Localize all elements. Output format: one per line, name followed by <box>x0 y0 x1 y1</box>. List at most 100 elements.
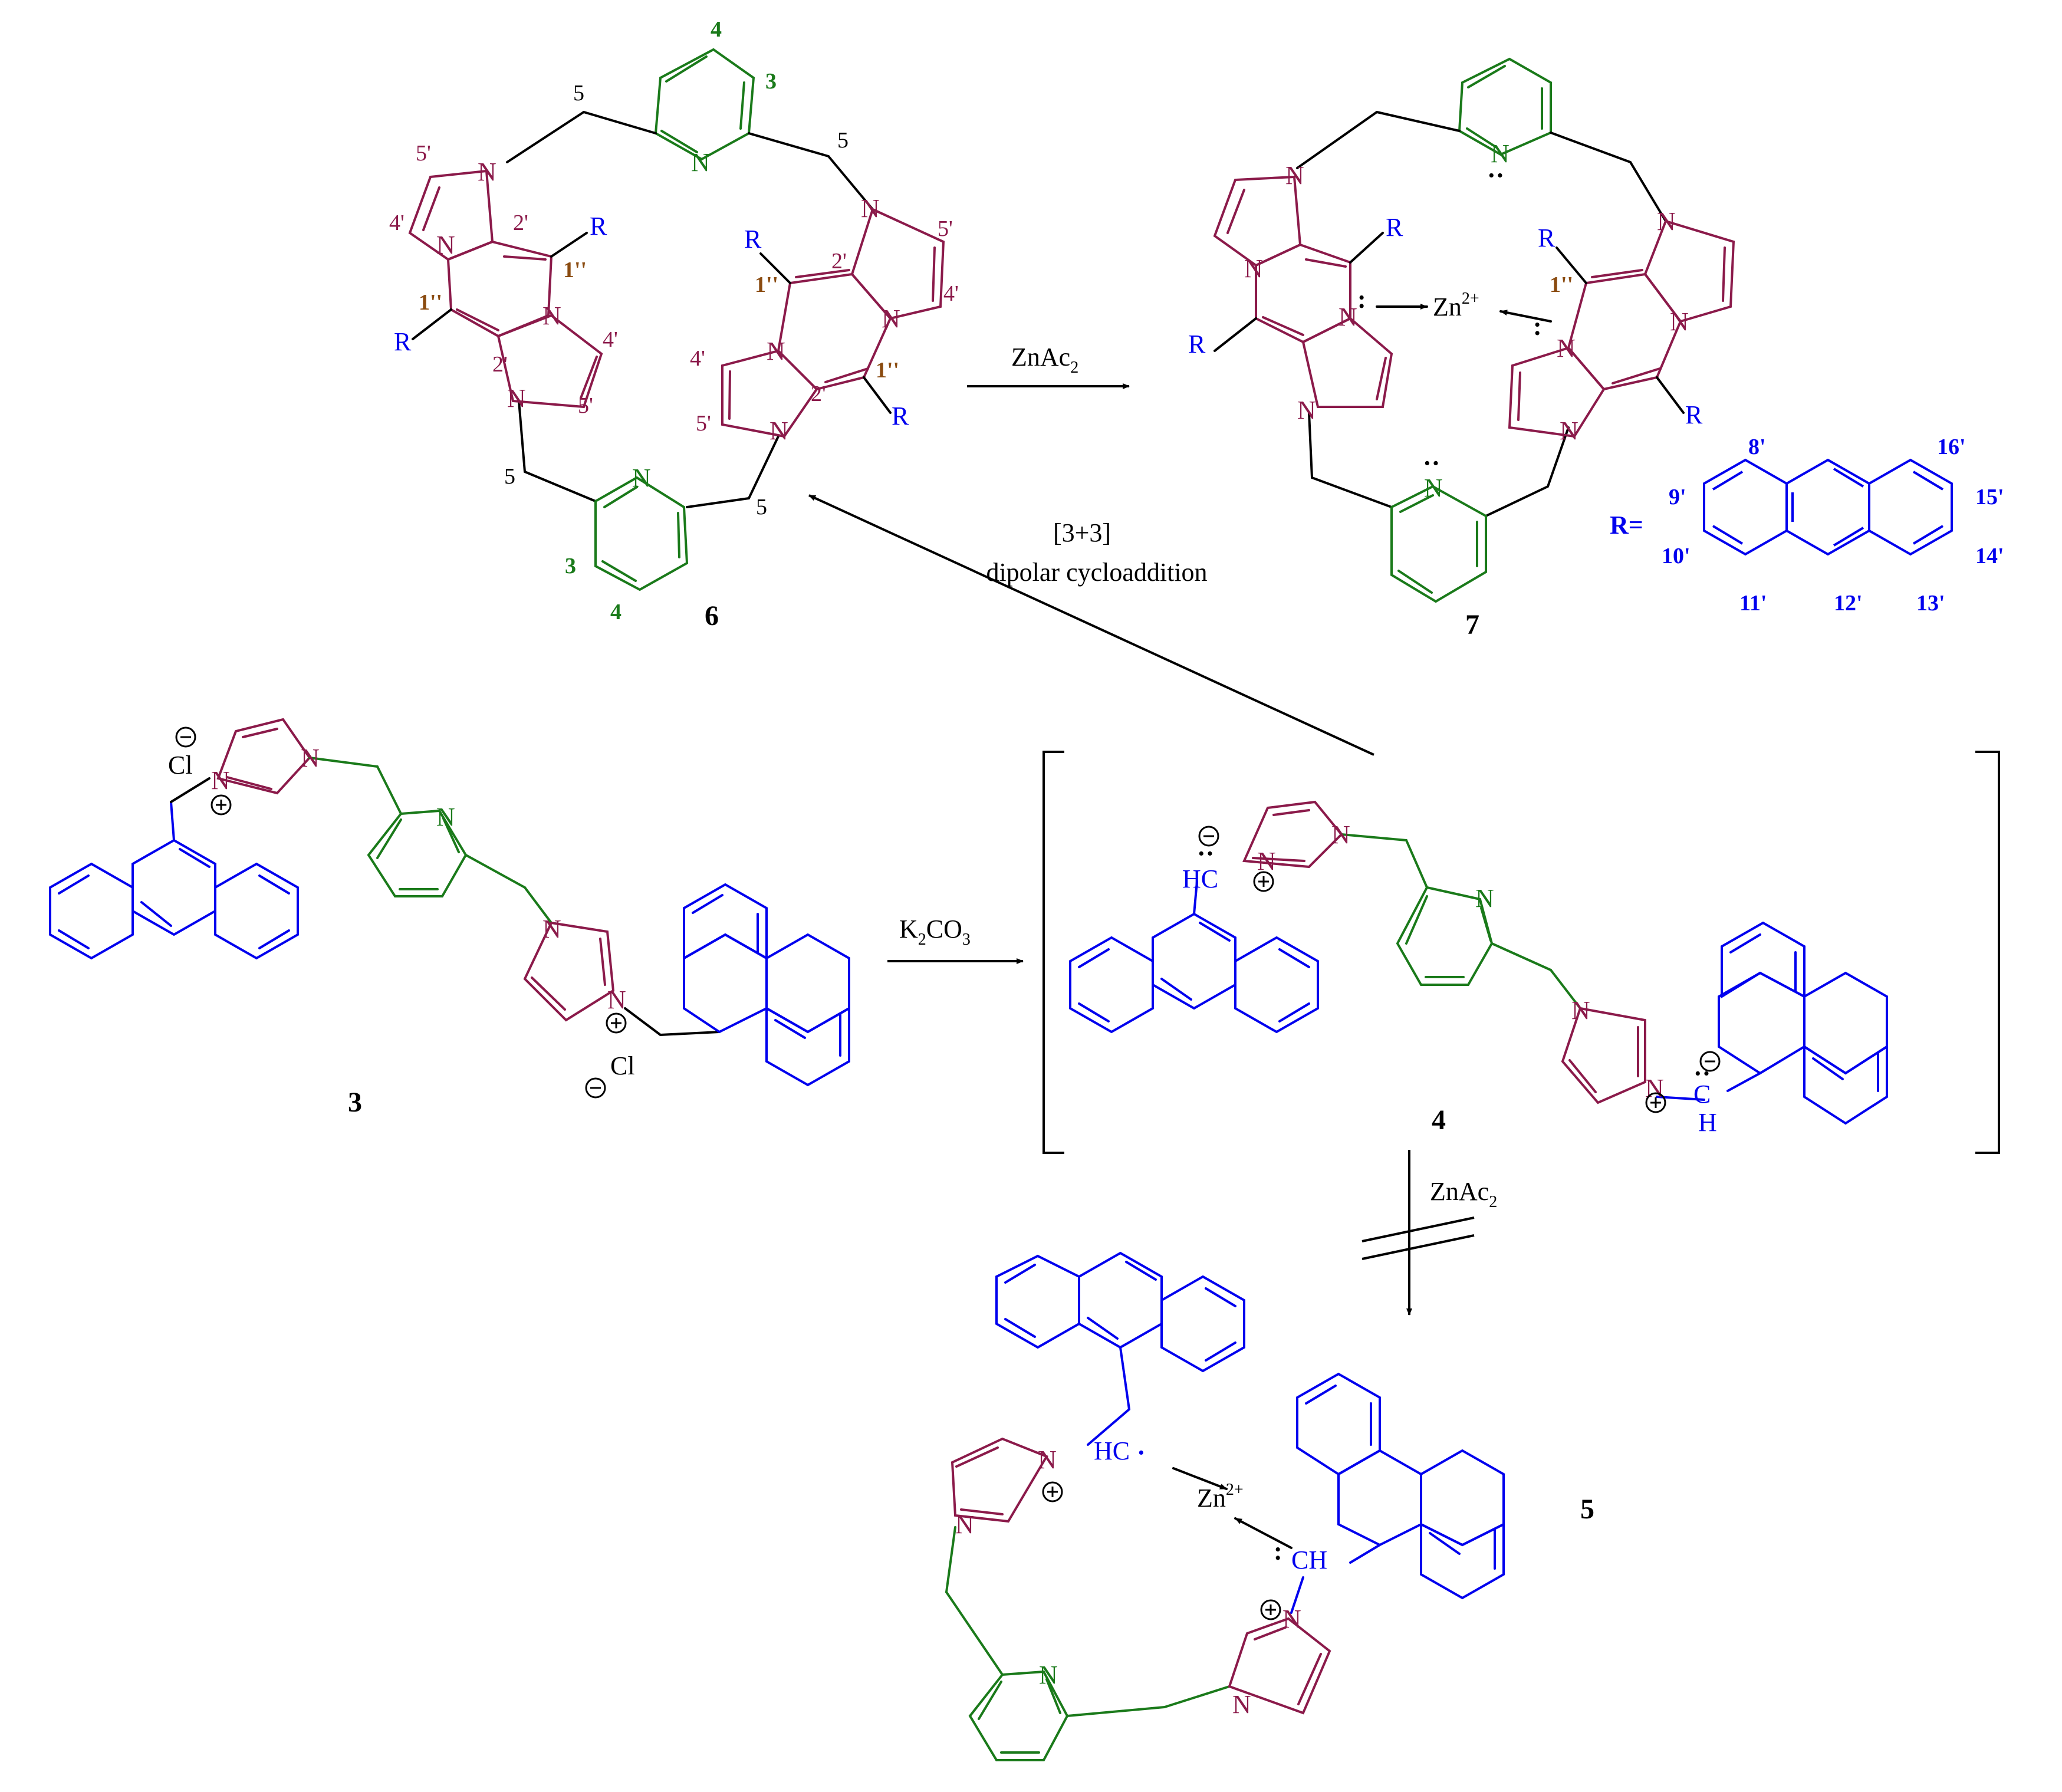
chloride: Cl <box>168 751 193 780</box>
position-label: 16' <box>1937 435 1966 459</box>
substituent-r: R <box>1386 213 1403 242</box>
atom-n: N <box>1670 307 1689 336</box>
atom-n: N <box>211 766 230 795</box>
reaction-arrow-blocked: ZnAc2 <box>1361 1150 1497 1316</box>
carbene-carbon: CH <box>1291 1546 1327 1574</box>
position-label: 4' <box>690 346 705 371</box>
compound-6-structure <box>408 48 945 591</box>
compound-4-labels: N N N N N HC C H ·· ·· 4 <box>1182 820 1721 1137</box>
position-label: 9' <box>1669 485 1686 509</box>
atom-n: N <box>1491 139 1509 168</box>
reagent-label: ZnAc2 <box>1430 1177 1497 1211</box>
position-label: 5 <box>837 128 849 153</box>
lone-pair: : <box>1357 285 1366 314</box>
lone-pair: ·· <box>1693 1059 1711 1088</box>
atom-n: N <box>1571 996 1590 1025</box>
atom-n: N <box>1285 161 1304 190</box>
carbene-carbon: HC <box>1094 1436 1130 1465</box>
atom-n: N <box>542 301 561 330</box>
compound-5-labels: N N N N N HC CH · : Zn2+ 5 <box>955 1436 1594 1719</box>
lone-pair: ·· <box>1487 161 1504 190</box>
atom-n: N <box>436 803 455 831</box>
atom-n: N <box>607 985 626 1014</box>
compound-6-labels: N N N N N N N N N N R R R R 5 5 5 5 4 3 … <box>389 17 959 632</box>
atom-n: N <box>691 148 710 177</box>
r-group-anthracene: R= 8' 9' 10' 11' 12' 13' 14' 15' 16' <box>1610 435 2004 616</box>
position-label: 5 <box>573 81 584 106</box>
lone-pair: ·· <box>1197 839 1214 868</box>
reagent-label: [3+3] <box>1053 518 1111 547</box>
position-label: 5 <box>756 495 767 519</box>
position-label: 5' <box>578 393 593 418</box>
position-label: 3 <box>565 554 576 578</box>
compound-4-brackets <box>1042 751 2000 1154</box>
substituent-r: R <box>744 225 762 254</box>
atom-n: N <box>1244 254 1263 283</box>
r-group-label: R= <box>1610 511 1643 540</box>
compound-4-structure <box>1069 800 1888 1125</box>
compound-number: 7 <box>1465 609 1479 640</box>
position-label: 1'' <box>876 358 899 383</box>
atom-n: N <box>507 384 526 413</box>
reagent-label: ZnAc2 <box>1011 343 1078 377</box>
position-label: 5' <box>938 216 953 241</box>
pyridine-ring <box>1458 57 1552 156</box>
substituent-r: R <box>1538 223 1555 252</box>
compound-5-structure <box>945 1251 1505 1761</box>
pyridine-ring <box>594 476 689 591</box>
reagent-label: dipolar cycloaddition <box>986 558 1207 587</box>
position-label: 11' <box>1739 591 1767 616</box>
compound-3-structure <box>49 718 850 1087</box>
position-label: 10' <box>1662 544 1691 568</box>
chloride: Cl <box>610 1051 635 1080</box>
atom-n: N <box>1232 1690 1251 1719</box>
atom-n: N <box>478 157 496 186</box>
position-label: 8' <box>1748 435 1766 459</box>
lone-pair: ·· <box>1423 449 1440 478</box>
atom-n: N <box>1038 1445 1057 1474</box>
position-label: 1'' <box>419 290 442 315</box>
substituent-r: R <box>1188 330 1206 359</box>
position-label: 2' <box>831 249 847 274</box>
lone-pair: : <box>1533 312 1542 341</box>
carbene-carbon: HC <box>1182 864 1218 893</box>
reagent-label: K2CO3 <box>899 915 971 949</box>
position-label: 2' <box>513 211 528 235</box>
atom-n: N <box>882 304 900 333</box>
atom-n: N <box>301 744 320 772</box>
atom-n: N <box>542 915 561 943</box>
compound-3-labels: N N N N N Cl Cl 3 <box>168 726 635 1118</box>
lone-pair: · <box>1137 1438 1146 1467</box>
zinc-ion: Zn2+ <box>1433 290 1479 321</box>
atom-n: N <box>632 463 651 492</box>
compound-7-labels: N N N N N N N N N N ·· ·· : : Zn2+ R R R… <box>1188 139 1703 640</box>
compound-number: 6 <box>705 600 719 632</box>
compound-number: 5 <box>1580 1494 1594 1525</box>
zinc-ion: Zn2+ <box>1197 1481 1244 1512</box>
pyridine-ring <box>1390 485 1487 603</box>
position-label: 5' <box>696 411 711 436</box>
position-label: 1'' <box>563 258 587 282</box>
compound-7-structure <box>1213 57 1735 603</box>
carbene-carbon: C <box>1693 1080 1711 1109</box>
position-label: 1'' <box>1550 272 1573 297</box>
atom-n: N <box>1297 396 1316 425</box>
position-label: 2' <box>811 382 826 406</box>
substituent-r: R <box>590 212 607 241</box>
reaction-arrow-cycloaddition: [3+3] dipolar cycloaddition <box>808 494 1374 756</box>
position-label: 1'' <box>755 272 778 297</box>
atom-n: N <box>955 1510 974 1539</box>
position-label: 4 <box>711 17 722 42</box>
position-label: 4' <box>603 327 618 352</box>
position-label: 5' <box>416 141 431 166</box>
reaction-arrow-k2co3: K2CO3 <box>887 915 1024 964</box>
atom-n: N <box>1657 207 1676 236</box>
position-label: 15' <box>1975 485 2004 509</box>
position-label: 4' <box>943 281 959 306</box>
atom-n: N <box>1475 884 1494 913</box>
atom-n: N <box>767 337 785 366</box>
position-label: 4 <box>610 600 621 624</box>
atom-n: N <box>1331 820 1350 849</box>
position-label: 5 <box>504 464 515 489</box>
